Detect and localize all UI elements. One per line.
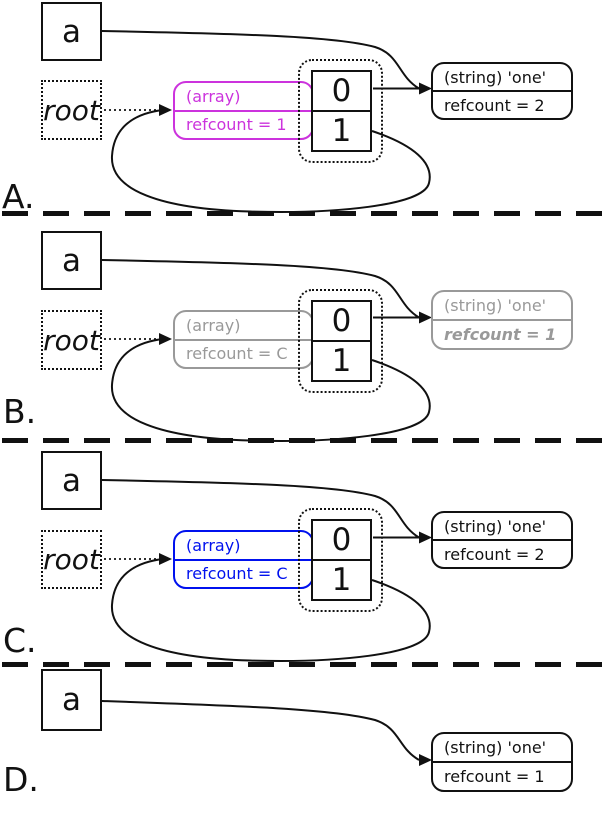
arrowhead-icon [159,553,172,565]
string-refcount-label: refcount = 1 [433,761,571,790]
array-node: (array) refcount = C [173,530,314,589]
edge-cell1-to-array-loop [110,109,431,213]
string-type-label: (string) 'one' [444,738,547,757]
array-refcount-label: refcount = C [175,558,312,588]
array-node: (array) refcount = C [173,310,314,369]
edge-cell1-to-array-loop [110,558,431,662]
panel-label-d: D. [3,760,39,799]
array-type-label: (array) [186,86,241,106]
array-type-label: (array) [186,315,241,335]
string-node: (string) 'one' refcount = 1 [431,732,573,792]
array-node: (array) refcount = 1 [173,81,314,140]
string-type-label: (string) 'one' [444,296,547,315]
edge-a-to-string [101,259,420,319]
panel-b-edges [101,259,432,442]
panel-label-c: C. [3,621,37,660]
var-a-box: a [41,669,102,731]
array-cells: 0 1 [311,300,372,382]
array-cells-container [298,508,383,612]
array-cells: 0 1 [311,519,372,601]
panel-d-edges [101,700,432,766]
root-box: root [41,310,102,370]
var-a-box: a [41,451,102,510]
string-refcount-label: refcount = 2 [433,539,571,567]
root-box: root [41,80,102,140]
array-cells: 0 1 [311,70,372,152]
root-box: root [41,530,102,589]
panel-label-b: B. [3,392,37,431]
edge-a-to-string [101,479,420,539]
panel-label-a: A. [2,177,35,216]
string-node: (string) 'one' refcount = 1 [431,290,573,350]
cell-1: 1 [313,340,370,380]
string-refcount-label: refcount = 2 [433,90,571,118]
cell-0: 0 [331,303,352,339]
string-type-label: (string) 'one' [444,67,547,87]
edge-a-to-string [101,30,420,90]
cell-0: 0 [331,522,352,558]
edge-a-to-string [101,700,420,761]
array-cells-container [298,289,383,393]
arrowhead-icon [419,311,432,324]
arrowhead-icon [419,531,432,544]
array-cells-container [298,59,383,163]
string-node: (string) 'one' refcount = 2 [431,62,573,120]
string-refcount-label: refcount = 1 [433,319,571,348]
arrowhead-icon [159,104,172,116]
array-refcount-label: refcount = C [175,338,312,368]
var-a-box: a [41,2,102,61]
var-a-box: a [41,231,102,290]
array-refcount-label: refcount = 1 [175,109,312,139]
string-type-label: (string) 'one' [444,516,547,536]
string-node: (string) 'one' refcount = 2 [431,511,573,569]
panel-c-edges [101,479,432,662]
array-type-label: (array) [186,535,241,555]
cell-1: 1 [313,559,370,599]
arrowhead-icon [419,82,432,95]
edge-cell1-to-array-loop [110,338,431,442]
cell-1: 1 [313,110,370,150]
cell-0: 0 [331,73,352,109]
panel-a-edges [101,30,432,213]
arrowhead-icon [419,754,432,766]
arrowhead-icon [159,333,172,345]
